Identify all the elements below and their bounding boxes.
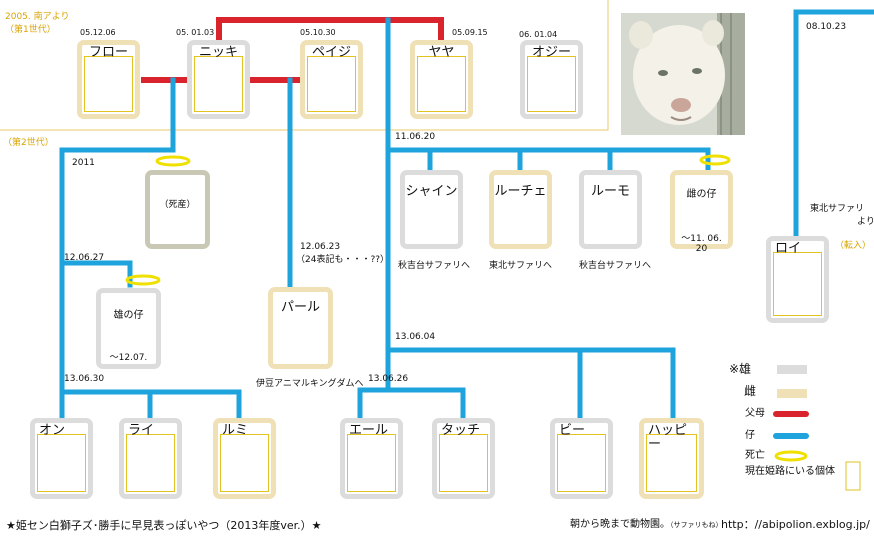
- card-male-cub-date: ～12.07.: [109, 353, 148, 363]
- roi-origin-line2: より: [857, 217, 874, 227]
- card-ale[interactable]: エール: [340, 418, 403, 499]
- gen2-label: （第2世代）: [3, 138, 54, 148]
- date-ozzy: 06. 01.04: [519, 30, 558, 39]
- dest-shine: 秋吉台サファリへ: [398, 261, 471, 271]
- card-ozzy-name: オジー: [531, 45, 571, 60]
- footer-blog: 朝から晩まで動物園。（サファリもね）: [570, 520, 723, 530]
- card-page[interactable]: ペイジ: [300, 40, 363, 119]
- dest-pearl: 伊豆アニマルキングダムへ: [256, 379, 364, 389]
- card-lumo-name: ルーモ: [590, 184, 630, 199]
- date-flo: 05.12.06: [80, 28, 116, 37]
- date-130626: 13.06.26: [368, 374, 409, 384]
- halo-icon: [155, 155, 191, 167]
- dest-lumo: 秋吉台サファリへ: [579, 261, 652, 271]
- date-120623-note: （24表記も・・・??）: [296, 255, 390, 265]
- card-shine-name: シャイン: [405, 184, 458, 199]
- date-2011: 2011: [72, 158, 95, 168]
- legend-child: 仔: [745, 430, 755, 441]
- legend-female: 雌: [744, 384, 757, 398]
- card-on-name: オン: [39, 423, 66, 438]
- legend-dead: 死亡: [745, 450, 765, 461]
- legend-female-swatch: [777, 389, 807, 398]
- generation-frame: [0, 0, 609, 131]
- white-lion-cub-image: [621, 13, 745, 135]
- card-touch-name: タッチ: [441, 423, 481, 438]
- date-130604: 13.06.04: [395, 332, 436, 342]
- card-rai[interactable]: ライ: [119, 418, 182, 499]
- legend-current: 現在姫路にいる個体: [745, 466, 835, 477]
- card-yaya-name: ヤヤ: [428, 45, 455, 60]
- card-stillborn-label: （死産）: [159, 200, 196, 210]
- card-happy[interactable]: ハッピー: [639, 418, 704, 499]
- roi-origin-line1: 東北サファリ: [810, 204, 865, 214]
- card-stillborn[interactable]: （死産）: [145, 170, 210, 249]
- card-flo-name: フロー: [88, 45, 128, 60]
- halo-icon: [125, 274, 161, 286]
- footer-title: ★姫セン白獅子ズ･勝手に早見表っぽいやつ（2013年度ver.）★: [6, 519, 322, 532]
- card-luche[interactable]: ルーチェ: [489, 170, 552, 249]
- date-130630: 13.06.30: [64, 374, 105, 384]
- card-on[interactable]: オン: [30, 418, 93, 499]
- halo-icon: [699, 154, 731, 166]
- white-lion-photo: [621, 13, 745, 135]
- card-lumo[interactable]: ルーモ: [579, 170, 642, 249]
- card-female-cub-name: 雌の仔: [686, 189, 717, 200]
- legend-swatches: [773, 365, 861, 491]
- card-roi-name: ロイ: [775, 241, 802, 256]
- legend-male-swatch: [777, 365, 807, 374]
- card-female-cub-date: ～11. 06. 20: [681, 234, 722, 254]
- date-page: 05.10.30: [300, 28, 336, 37]
- card-ozzy[interactable]: オジー: [520, 40, 583, 119]
- roi-transfer: （転入）: [835, 241, 872, 251]
- card-ale-name: エール: [349, 423, 389, 438]
- date-nikki: 05. 01.03: [176, 28, 215, 37]
- date-120623: 12.06.23: [300, 242, 341, 252]
- footer-url-link[interactable]: http：//abipolion.exblog.jp/: [721, 518, 870, 531]
- date-120627: 12.06.27: [64, 253, 105, 263]
- legend-parents: 父母: [745, 408, 765, 419]
- card-flo[interactable]: フロー: [77, 40, 140, 119]
- card-touch[interactable]: タッチ: [432, 418, 495, 499]
- card-pearl[interactable]: パール: [268, 287, 333, 369]
- card-male-cub[interactable]: 雄の仔 ～12.07.: [96, 288, 161, 369]
- gen1-label: （第1世代）: [5, 25, 56, 35]
- card-male-cub-name: 雄の仔: [113, 310, 144, 321]
- dest-luche: 東北サファリへ: [489, 261, 553, 271]
- date-yaya: 05.09.15: [452, 28, 488, 37]
- card-page-name: ペイジ: [311, 45, 351, 60]
- child-lines: [59, 9, 874, 423]
- date-110620: 11.06.20: [395, 132, 436, 142]
- card-roi[interactable]: ロイ: [766, 236, 829, 323]
- card-luche-name: ルーチェ: [494, 184, 547, 199]
- card-bee-name: ビー: [559, 423, 586, 438]
- date-roi: 08.10.23: [806, 22, 847, 32]
- card-happy-name: ハッピー: [648, 423, 688, 453]
- halos: [125, 154, 731, 286]
- card-pearl-name: パール: [280, 300, 320, 315]
- footer-blog-small: （サファリもね）: [670, 521, 723, 529]
- legend-current-swatch: [845, 461, 861, 491]
- card-shine[interactable]: シャイン: [400, 170, 463, 249]
- footer-blog-name: 朝から晩まで動物園。: [570, 519, 670, 530]
- card-rai-name: ライ: [128, 423, 155, 438]
- card-female-cub[interactable]: 雌の仔 ～11. 06. 20: [670, 170, 733, 254]
- card-yaya[interactable]: ヤヤ: [410, 40, 473, 119]
- legend-note: ※雄: [729, 362, 752, 376]
- legend-halo-icon: [774, 450, 808, 462]
- card-nikki-name: ニッキ: [198, 45, 238, 60]
- card-rumi-name: ルミ: [222, 423, 249, 438]
- card-nikki[interactable]: ニッキ: [187, 40, 250, 119]
- card-rumi[interactable]: ルミ: [213, 418, 276, 499]
- gen1-year: 2005. 南アより: [5, 12, 70, 22]
- card-bee[interactable]: ビー: [550, 418, 613, 499]
